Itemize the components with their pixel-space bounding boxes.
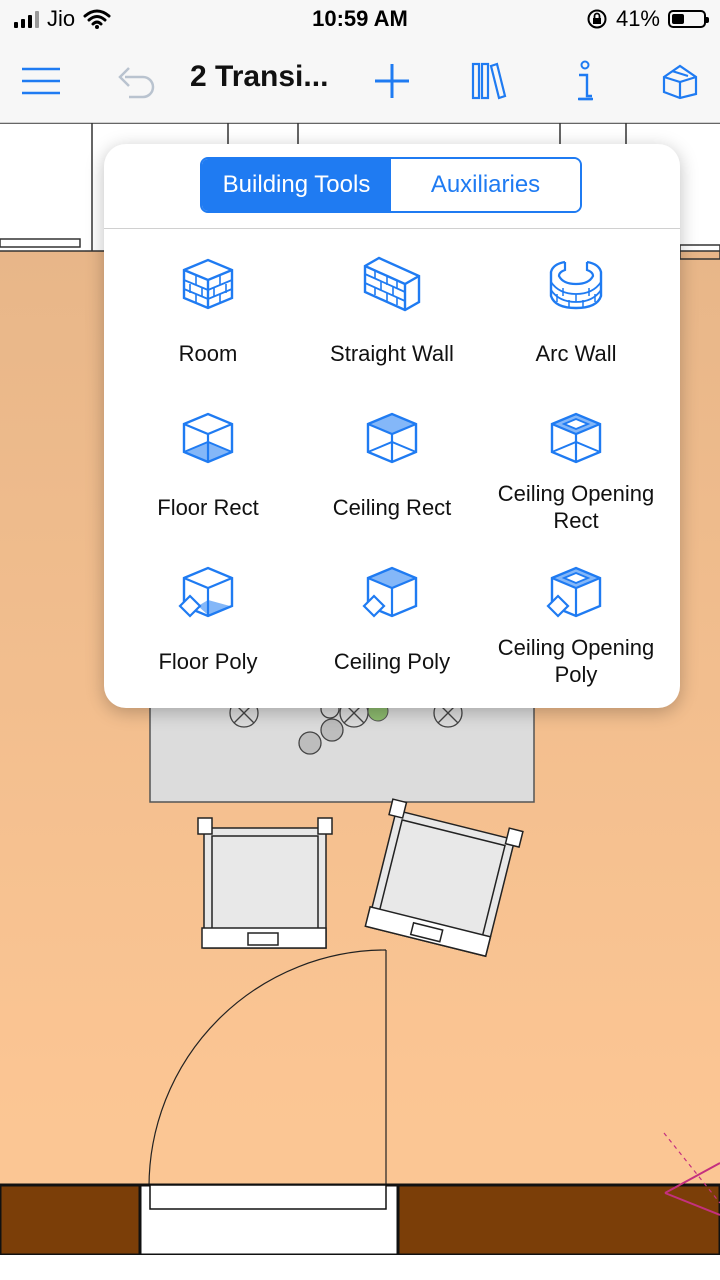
tool-ceiling-opening-poly[interactable]: Ceiling Opening Poly [486, 552, 666, 702]
add-icon [375, 64, 409, 98]
add-button[interactable] [372, 56, 412, 106]
tab-auxiliaries[interactable]: Auxiliaries [391, 159, 580, 211]
ceiling-opening-poly-icon [546, 566, 602, 618]
tool-ceiling-poly[interactable]: Ceiling Poly [302, 552, 482, 702]
tool-straight-wall-label: Straight Wall [330, 341, 454, 366]
tool-arc-wall-label: Arc Wall [535, 341, 617, 366]
status-left: Jio [14, 6, 111, 32]
tool-straight-wall[interactable]: Straight Wall [302, 244, 482, 394]
toolbar: 2 Transi... [0, 40, 720, 123]
floor-poly-icon [178, 566, 234, 618]
tool-ceiling-opening-poly-label: Ceiling Opening Poly [497, 635, 655, 687]
status-right: 41% [586, 6, 709, 32]
tool-floor-poly[interactable]: Floor Poly [118, 552, 298, 702]
undo-icon [118, 67, 155, 99]
tool-floor-rect-label: Floor Rect [157, 495, 259, 520]
3d-view-button[interactable] [658, 56, 702, 106]
undo-button[interactable] [114, 56, 158, 106]
straight-wall-icon [363, 256, 421, 312]
ceiling-rect-icon [366, 412, 418, 464]
tab-building-tools[interactable]: Building Tools [202, 159, 391, 211]
tool-ceiling-rect-label: Ceiling Rect [332, 495, 452, 520]
library-button[interactable] [470, 56, 508, 106]
popover-arrow [378, 124, 402, 144]
wifi-icon [83, 9, 111, 29]
tool-ceiling-rect[interactable]: Ceiling Rect [302, 398, 482, 548]
library-icon [471, 62, 507, 100]
tool-room-label: Room [178, 341, 238, 366]
rotation-lock-icon [587, 9, 607, 29]
clock: 10:59 AM [312, 6, 408, 31]
ceiling-poly-icon [362, 566, 418, 618]
tool-floor-rect[interactable]: Floor Rect [118, 398, 298, 548]
tool-ceiling-poly-label: Ceiling Poly [333, 649, 451, 674]
ceiling-opening-rect-icon [550, 412, 602, 464]
tool-floor-poly-label: Floor Poly [158, 649, 258, 674]
tool-ceiling-opening-rect[interactable]: Ceiling Opening Rect [486, 398, 666, 548]
signal-icon [14, 10, 39, 28]
floor-rect-icon [182, 412, 234, 464]
document-title[interactable]: 2 Transi... [190, 60, 329, 93]
tools-segmented-control: Building Tools Auxiliaries [200, 157, 582, 213]
menu-button[interactable] [20, 56, 62, 106]
room-icon [182, 258, 234, 310]
popover-divider [104, 228, 680, 229]
info-button[interactable] [570, 56, 600, 106]
carrier-label: Jio [47, 6, 76, 31]
menu-icon [22, 67, 60, 95]
battery-icon [668, 10, 709, 28]
arc-wall-icon [549, 260, 603, 310]
tool-arc-wall[interactable]: Arc Wall [486, 244, 666, 394]
battery-fill [672, 14, 684, 24]
status-bar: Jio 10:59 AM 41% [0, 0, 720, 40]
battery-percent: 41% [615, 6, 660, 31]
3d-view-icon [662, 64, 698, 100]
info-icon [578, 60, 593, 101]
tool-room[interactable]: Room [118, 244, 298, 394]
tools-popover: Building Tools Auxiliaries Room Straight… [104, 144, 680, 708]
tool-ceiling-opening-rect-label: Ceiling Opening Rect [497, 481, 655, 533]
